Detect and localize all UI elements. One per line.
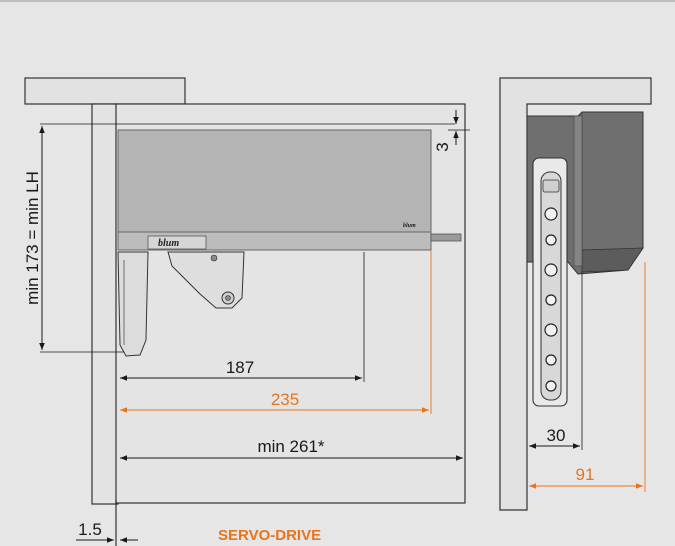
arm-top-clip [542,179,560,193]
arm-screw [210,254,218,262]
cabinet-side-wall [91,103,119,505]
side-view-arm [540,171,562,401]
d1-5-label: 1.5 [78,520,102,539]
logo-plate [147,235,207,250]
mounting-bracket [117,251,149,357]
d187-label: 187 [226,358,254,377]
brand-logo: blum [158,238,179,249]
arm-joint-2 [545,234,557,246]
servo-drive-caption: SERVO-DRIVE [218,527,321,544]
arm-pivot-center [225,295,231,301]
unit-front-face [581,247,644,273]
arm-joint-1 [544,207,558,221]
brand-logo-small: blum [403,223,416,229]
drive-shaft [430,233,462,242]
height-dim-label: min 173 = min LH [23,171,42,305]
cabinet-top-panel [24,77,186,105]
arm-joint-7 [545,380,557,392]
unit-side-strip [573,115,583,267]
d91-label: 91 [576,465,595,484]
lift-mechanism-housing [117,129,432,233]
arm-joint-3 [544,263,558,277]
arm-joint-4 [545,294,557,306]
arm-joint-5 [544,323,558,337]
d261-label: min 261* [257,437,324,456]
side-view-cabinet [499,77,652,511]
gap-dim-label: 3 [433,142,452,151]
d235-label: 235 [271,390,299,409]
d30-label: 30 [547,426,566,445]
arm-joint-6 [545,354,557,366]
